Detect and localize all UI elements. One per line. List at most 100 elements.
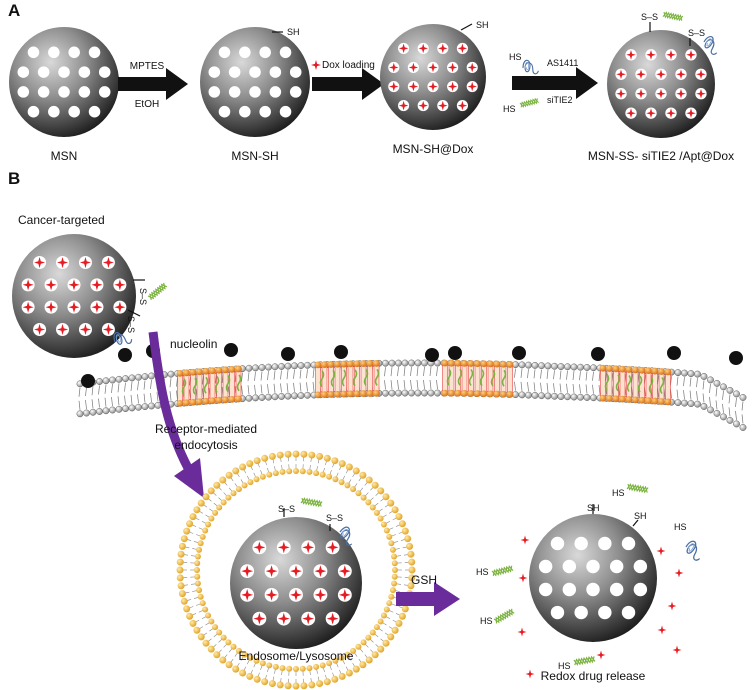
lipid-tail — [592, 384, 594, 394]
lipid-head — [739, 424, 747, 431]
lipid-head — [245, 394, 253, 402]
endosome-label: Endosome/Lysosome — [239, 649, 354, 663]
endosome-sirna-icon — [300, 497, 323, 508]
lipid-head — [408, 566, 416, 574]
protein-head — [632, 396, 639, 404]
protein-helix — [374, 368, 380, 386]
protein-head — [202, 397, 210, 405]
protein-segment — [600, 369, 606, 397]
dox-star-icon — [667, 601, 677, 611]
lipid-head — [733, 390, 740, 398]
lipid-head — [239, 669, 247, 677]
lipid-head — [194, 567, 200, 573]
protein-helix — [479, 369, 485, 387]
sirna-icon — [626, 483, 649, 494]
lipid-head — [386, 533, 393, 540]
lipid-head — [304, 361, 311, 369]
lipid-head — [268, 452, 276, 460]
lipid-head — [739, 394, 747, 401]
lipid-head — [96, 378, 103, 385]
dox-star-icon — [389, 62, 399, 73]
released-sh-right-label: SH — [634, 511, 647, 521]
lipid-tail — [423, 379, 425, 390]
lipid-head — [360, 639, 367, 646]
lipid-tail — [592, 371, 594, 381]
dox-star-icon — [657, 625, 667, 635]
lipid-head — [76, 410, 84, 418]
lipid-tail — [410, 379, 412, 390]
lipid-head — [141, 373, 149, 381]
dox-star-icon — [311, 60, 321, 70]
lipid-head — [297, 362, 305, 369]
dox-star-icon — [114, 279, 126, 291]
lipid-head — [196, 546, 203, 553]
dox-star-icon — [457, 100, 468, 111]
lipid-head — [299, 665, 306, 672]
protein-head — [454, 359, 462, 367]
lipid-head — [189, 619, 197, 627]
protein-segment — [442, 364, 448, 392]
protein-head — [202, 367, 210, 375]
pore — [218, 46, 231, 59]
sirna-icon — [491, 565, 514, 577]
lipid-head — [199, 533, 206, 540]
lipid-head — [383, 527, 390, 534]
lipid-head — [583, 394, 591, 401]
dox-star-icon — [686, 50, 696, 60]
nucleolin-receptors — [81, 343, 743, 388]
protein-head — [215, 396, 223, 404]
lipid-tail — [702, 380, 705, 390]
lipid-head — [306, 665, 313, 672]
lipid-head — [377, 618, 384, 625]
protein-head — [189, 368, 197, 376]
lipid-head — [225, 661, 233, 669]
lipid-head — [252, 394, 259, 402]
dox-star-icon — [626, 50, 636, 60]
lipid-tail — [98, 398, 100, 408]
lipid-head — [194, 580, 201, 587]
lipid-head — [387, 499, 395, 507]
protein-head — [441, 389, 449, 397]
lipid-head — [388, 540, 395, 547]
dox-star-icon — [696, 69, 706, 80]
mptes-arrow — [118, 68, 188, 100]
nucleolin-label: nucleolin — [170, 337, 217, 351]
lipid-head — [252, 364, 259, 372]
lipid-head — [371, 481, 379, 489]
lipid-head — [365, 656, 373, 664]
protein-head — [599, 394, 607, 402]
dox-star-icon — [666, 108, 676, 118]
lipid-head — [377, 487, 385, 495]
dox-star-icon — [525, 669, 535, 679]
lipid-head — [373, 509, 380, 516]
lipid-head — [421, 389, 428, 397]
dox-star-icon — [389, 81, 399, 92]
lipid-tail — [306, 369, 308, 379]
protein-head — [176, 369, 184, 377]
lipid-tail — [299, 369, 302, 379]
dox-star-icon — [314, 565, 327, 577]
lipid-head — [369, 504, 376, 511]
lipid-head — [338, 654, 345, 661]
lipid-head — [570, 363, 578, 371]
lipid-head — [216, 504, 223, 511]
lipid-tail — [293, 369, 295, 379]
lipid-head — [176, 566, 184, 574]
lipid-head — [344, 651, 351, 658]
dox-star-icon — [253, 541, 266, 554]
lipid-head — [408, 574, 416, 582]
dox-star-icon — [22, 301, 34, 313]
released-sh-left-label: SH — [587, 503, 600, 513]
lipid-head — [202, 527, 209, 534]
dox-star-icon — [666, 50, 676, 60]
pore — [27, 46, 40, 59]
lipid-head — [225, 471, 233, 479]
protein-head — [461, 359, 468, 367]
panel-b-label: B — [8, 169, 20, 188]
dox-star-icon — [114, 301, 126, 313]
protein-head — [664, 368, 672, 376]
protein-segment — [619, 370, 626, 398]
pore — [58, 66, 70, 78]
lipid-tail — [384, 367, 386, 377]
